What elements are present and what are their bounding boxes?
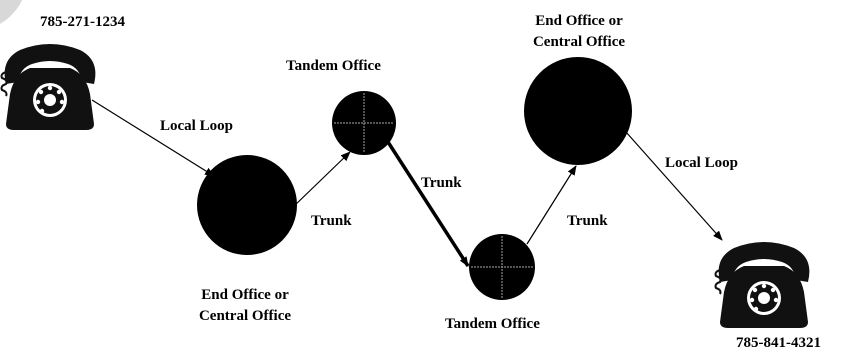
end-office-label-right-line2: Central Office	[532, 34, 626, 50]
end-office-label-left-line1: End Office or	[201, 287, 289, 303]
trunk-label-2: Trunk	[421, 175, 462, 191]
trunk-line-2	[386, 141, 470, 267]
end-office-node-left	[197, 155, 297, 255]
end-office-label-right-line1: End Office or	[535, 13, 623, 29]
trunk-line-1	[291, 151, 351, 209]
local-loop-label-2: Local Loop	[665, 155, 738, 171]
local-loop-label-1: Local Loop	[160, 118, 233, 134]
tandem-office-label-top: Tandem Office	[286, 58, 381, 74]
callee-telephone-icon	[714, 241, 811, 329]
local-loop-line-2	[625, 131, 723, 241]
callee-phone-number: 785-841-4321	[736, 335, 821, 351]
local-loop-line-1	[91, 99, 215, 177]
tandem-office-node-top	[332, 91, 396, 155]
corner-decoration	[0, 0, 22, 24]
end-office-label-left-line2: Central Office	[198, 308, 292, 324]
trunk-label-1: Trunk	[311, 213, 352, 229]
tandem-office-node-bottom	[469, 234, 535, 300]
trunk-label-3: Trunk	[567, 213, 608, 229]
caller-phone-number: 785-271-1234	[40, 14, 125, 30]
trunk-line-3	[526, 165, 577, 245]
caller-telephone-icon	[0, 43, 97, 131]
end-office-label-right: End Office or Central Office	[504, 11, 654, 53]
end-office-node-right	[524, 57, 632, 165]
end-office-label-left: End Office or Central Office	[170, 285, 320, 327]
tandem-office-label-bottom: Tandem Office	[445, 316, 540, 332]
